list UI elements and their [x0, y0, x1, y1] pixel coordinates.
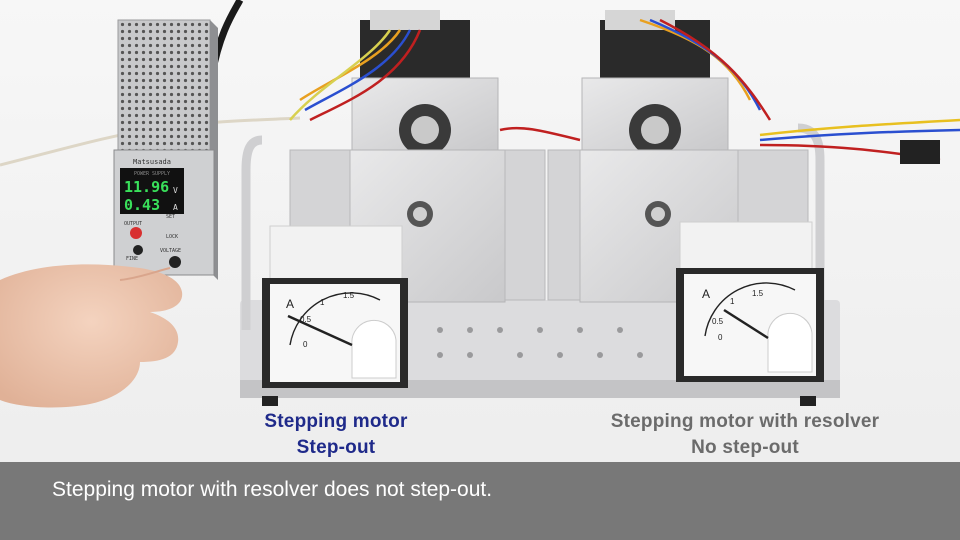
left-meter-scale-1: 1 [320, 298, 325, 307]
left-label-line2: Step-out [296, 437, 376, 458]
psu-model-label: POWER SUPPLY [134, 171, 170, 177]
hand [0, 264, 183, 408]
lock-label: LOCK [166, 234, 178, 240]
unit-a: A [173, 203, 178, 212]
output-label: OUTPUT [124, 221, 142, 227]
right-label-line2: No step-out [691, 437, 799, 458]
left-label-line1: Stepping motor [264, 411, 408, 432]
right-meter-unit: A [702, 287, 710, 301]
power-supply-unit: Matsusada POWER SUPPLY 11.96 0.43 V A OU… [113, 19, 218, 280]
set-label: SET [166, 214, 175, 220]
psu-brand: Matsusada [133, 158, 171, 166]
right-motor-label: Stepping motor with resolver No step-out [590, 409, 900, 461]
caption-text: Stepping motor with resolver does not st… [52, 478, 493, 501]
right-meter-scale-0: 0 [718, 333, 723, 342]
left-meter-scale-0: 0 [303, 340, 308, 349]
left-meter-scale-15: 1.5 [343, 291, 355, 300]
left-stepping-motor [289, 10, 546, 303]
caption-bar: Stepping motor with resolver does not st… [0, 462, 960, 540]
left-meter-unit: A [286, 297, 294, 311]
right-ammeter: A 0 0.5 1 1.5 [676, 221, 824, 382]
voltage-knob[interactable] [169, 256, 181, 268]
left-ammeter: A 0 0.5 1 1.5 [262, 225, 408, 388]
fine-knob[interactable] [133, 245, 143, 255]
unit-v: V [173, 186, 178, 195]
left-meter-scale-05: 0.5 [300, 315, 312, 324]
voltage-display: 11.96 [124, 178, 169, 196]
right-meter-scale-1: 1 [730, 297, 735, 306]
output-button[interactable] [130, 227, 142, 239]
current-display: 0.43 [124, 196, 160, 214]
fine-label: FINE [126, 256, 138, 262]
left-motor-label: Stepping motor Step-out [236, 409, 436, 461]
voltage-knob-label: VOLTAGE [160, 248, 181, 254]
right-meter-scale-05: 0.5 [712, 317, 724, 326]
right-label-line1: Stepping motor with resolver [610, 411, 880, 432]
right-meter-scale-15: 1.5 [752, 289, 764, 298]
